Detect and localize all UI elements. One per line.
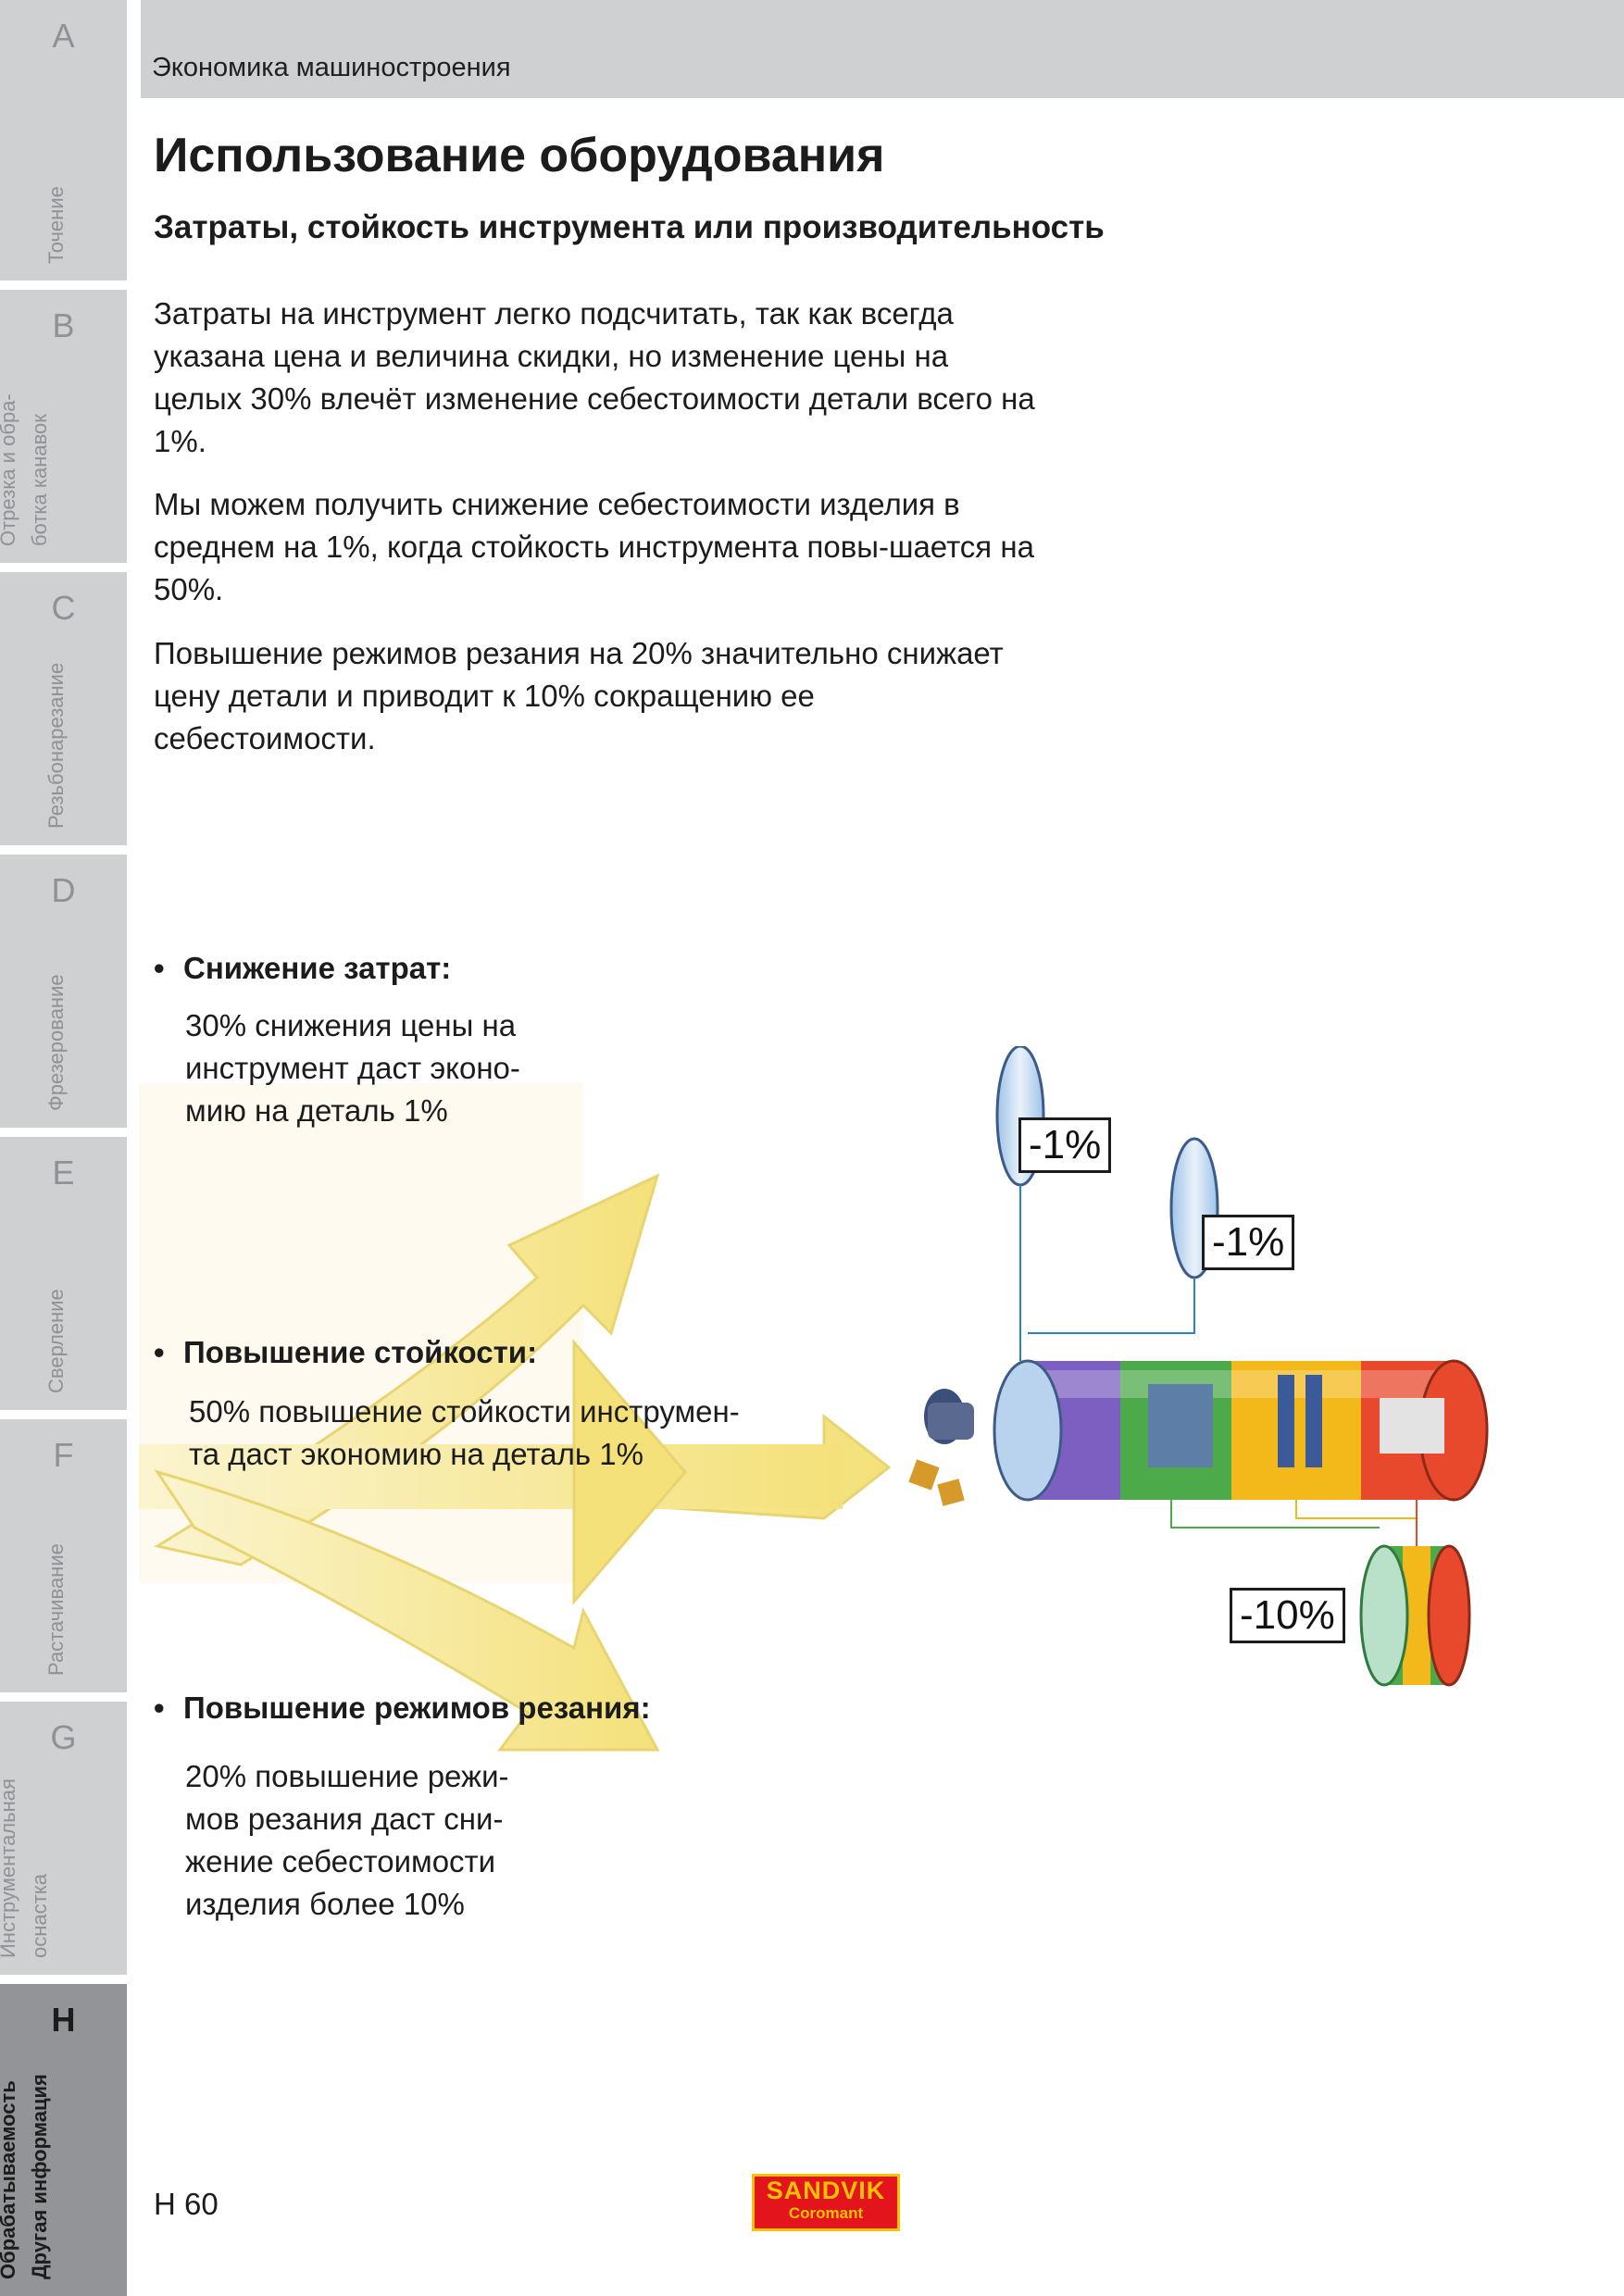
bullet-tool-life-text: 50% повышение стойкости инструмен- та да… bbox=[189, 1394, 740, 1471]
tab-label: Обрабатываемость Другая информация bbox=[0, 2074, 51, 2279]
tab-label: Растачивание bbox=[44, 1543, 68, 1676]
tab-letter: D bbox=[51, 871, 76, 909]
tool-life-arrow-head bbox=[572, 1338, 687, 1606]
page-subtitle: Затраты, стойкость инструмента или произ… bbox=[154, 209, 1105, 245]
tool-illustration bbox=[908, 1389, 974, 1506]
bullet-cutting-data-text: 20% повышение режи- мов резания даст сни… bbox=[185, 1759, 509, 1921]
tab-letter: G bbox=[50, 1718, 77, 1756]
tab-label: Резьбонарезание bbox=[44, 662, 68, 829]
bullet-title-text: Снижение затрат: bbox=[183, 951, 452, 985]
tab-letter: C bbox=[51, 589, 76, 627]
logo-bottom-text: Coromant bbox=[788, 2204, 864, 2222]
tab-letter: B bbox=[52, 306, 75, 344]
connector-line bbox=[1028, 1278, 1195, 1334]
bullet-title-text: Повышение стойкости: bbox=[183, 1335, 538, 1369]
tab-letter: E bbox=[52, 1154, 75, 1192]
logo-top-text: SANDVIK bbox=[766, 2177, 886, 2204]
connector-line bbox=[1170, 1500, 1380, 1529]
tab-label: Отрезка и обра- ботка канавок bbox=[0, 393, 51, 546]
tab-g[interactable]: G Инструментальная оснастка bbox=[0, 1702, 127, 1984]
page-number: H 60 bbox=[154, 2187, 219, 2221]
cutting-data-arrow bbox=[154, 1469, 660, 1752]
paragraph: Повышение режимов резания на 20% значите… bbox=[154, 636, 1004, 755]
tab-b[interactable]: B Отрезка и обра- ботка канавок bbox=[0, 290, 127, 572]
savings-diagram bbox=[139, 1046, 1489, 1752]
bullet-tool-life-title: • Повышение стойкости: bbox=[154, 1335, 537, 1370]
bullet-dot: • bbox=[154, 1691, 165, 1725]
tool-life-saving-label: -1% bbox=[1202, 1215, 1295, 1270]
cutting-data-saving-label: -10% bbox=[1230, 1588, 1345, 1643]
bullet-title-text: Повышение режимов резания: bbox=[183, 1691, 651, 1725]
page-title: Использование оборудования bbox=[154, 129, 885, 182]
tab-label: Инструментальная оснастка bbox=[0, 1778, 51, 1958]
tab-label: Сверление bbox=[44, 1289, 68, 1393]
tab-d[interactable]: D Фрезерование bbox=[0, 855, 127, 1137]
paragraph: Мы можем получить снижение себестоимости… bbox=[154, 487, 1034, 606]
tab-label: Фрезерование bbox=[44, 974, 68, 1111]
connector-line bbox=[1295, 1500, 1417, 1519]
tab-letter: F bbox=[53, 1436, 74, 1474]
tab-h[interactable]: H Обрабатываемость Другая информация bbox=[0, 1984, 127, 2296]
section-name: Экономика машиностроения bbox=[152, 53, 511, 82]
sandvik-logo: SANDVIK Coromant bbox=[752, 2174, 900, 2231]
running-header: Экономика машиностроения bbox=[141, 0, 1624, 98]
bullet-dot: • bbox=[154, 951, 165, 985]
cutting-data-cylinder bbox=[1359, 1544, 1471, 1687]
bullet-cost-title: • Снижение затрат: bbox=[154, 951, 451, 986]
tab-f[interactable]: F Растачивание bbox=[0, 1419, 127, 1702]
process-cylinder bbox=[993, 1359, 1489, 1502]
tab-c[interactable]: C Резьбонарезание bbox=[0, 572, 127, 855]
tab-letter: A bbox=[52, 17, 75, 55]
paragraph: Затраты на инструмент легко подсчитать, … bbox=[154, 296, 1035, 458]
section-tabs: A Точение B Отрезка и обра- ботка канаво… bbox=[0, 0, 127, 2296]
cost-saving-label: -1% bbox=[1018, 1117, 1112, 1173]
bullet-cost-text: 30% снижения цены на инструмент даст эко… bbox=[185, 1008, 520, 1128]
tab-e[interactable]: E Сверление bbox=[0, 1137, 127, 1419]
bullet-dot: • bbox=[154, 1335, 165, 1369]
bullet-cutting-data-title: • Повышение режимов резания: bbox=[154, 1691, 651, 1726]
tab-label: Точение bbox=[44, 186, 68, 264]
tab-a[interactable]: A Точение bbox=[0, 0, 127, 290]
tab-letter: H bbox=[51, 2001, 76, 2039]
